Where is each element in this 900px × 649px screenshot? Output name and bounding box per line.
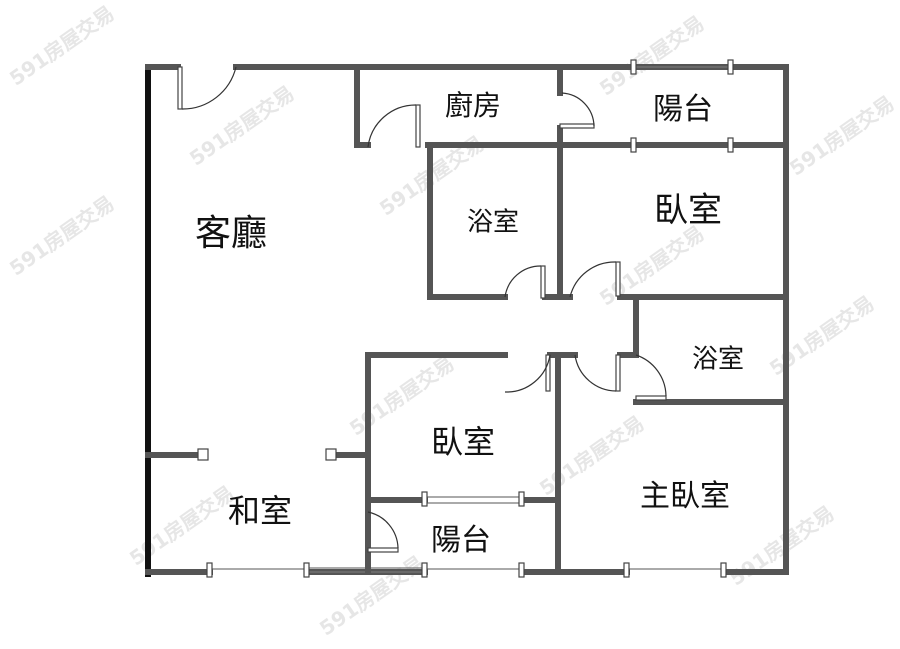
room-label-balcony-top: 陽台 (653, 92, 713, 127)
room-label-balcony-bottom: 陽台 (431, 523, 491, 558)
bath1-walls (427, 142, 789, 300)
room-label-tatami-room: 和室 (227, 492, 293, 530)
room-label-kitchen: 廚房 (444, 89, 502, 122)
doors (177, 66, 667, 553)
room-label-master-bedroom: 主臥室 (640, 479, 730, 514)
room-label-bathroom-1: 浴室 (466, 207, 520, 238)
room-label-bathroom-2: 浴室 (691, 344, 745, 375)
bath2-walls (633, 294, 789, 405)
room-label-living-room: 客廳 (194, 213, 268, 254)
room-label-bedroom-2: 臥室 (430, 423, 496, 461)
bedroom2-walls (365, 352, 639, 575)
room-label-bedroom-1: 臥室 (654, 190, 722, 231)
kitchen-walls (354, 64, 789, 300)
